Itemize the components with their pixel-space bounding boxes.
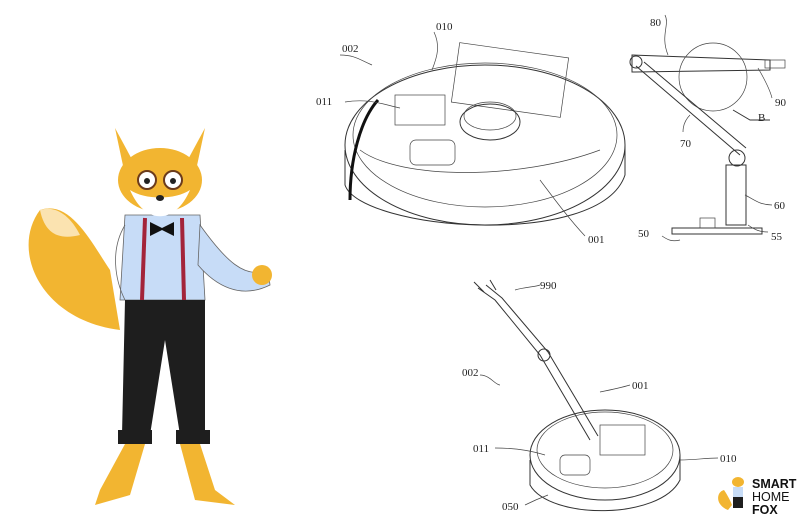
robot-vacuum-figure: [339, 31, 626, 237]
label-010: 010: [436, 21, 453, 33]
label-002: 002: [342, 43, 359, 55]
robotic-arm-figure: [629, 14, 786, 242]
label-80: 80: [650, 17, 662, 29]
label-010-b: 010: [720, 453, 737, 465]
label-001: 001: [588, 234, 605, 246]
label-50: 50: [638, 228, 650, 240]
label-55: 55: [771, 231, 783, 243]
label-70: 70: [680, 138, 692, 150]
smart-home-fox-logo: SMART HOME FOX: [752, 478, 796, 517]
logo-line-home: HOME: [752, 490, 790, 504]
label-B: B: [758, 112, 765, 124]
fox-mascot: [28, 128, 272, 505]
label-60: 60: [774, 200, 786, 212]
label-90: 90: [775, 97, 787, 109]
label-002-b: 002: [462, 367, 479, 379]
logo-line-smart: SMART: [752, 477, 797, 491]
label-011-b: 011: [473, 443, 489, 455]
label-990: 990: [540, 280, 557, 292]
robot-vacuum-with-arm-figure: [473, 279, 719, 512]
label-011: 011: [316, 96, 332, 108]
label-050: 050: [502, 501, 519, 513]
logo-line-fox: FOX: [752, 503, 778, 517]
label-001-b: 001: [632, 380, 649, 392]
logo-fox-icon: [718, 477, 744, 510]
